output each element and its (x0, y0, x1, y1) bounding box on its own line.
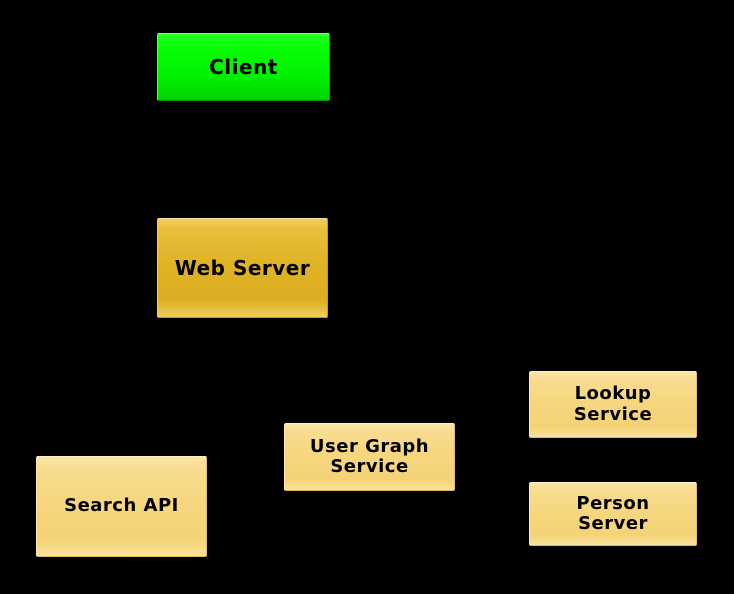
diagram-node-user-graph-service[interactable]: User Graph Service (284, 423, 455, 491)
diagram-node-client-label: Client (209, 54, 278, 79)
diagram-node-person-server-label: Person Server (576, 492, 650, 534)
diagram-node-lookup-service-label: Lookup Service (573, 383, 653, 425)
diagram-node-search-api[interactable]: Search API (36, 456, 207, 557)
diagram-node-lookup-service[interactable]: Lookup Service (529, 371, 697, 438)
diagram-node-search-api-label: Search API (64, 495, 179, 517)
diagram-node-user-graph-service-label: User Graph Service (309, 435, 430, 477)
diagram-node-web-server-label: Web Server (174, 255, 311, 280)
diagram-node-web-server[interactable]: Web Server (157, 218, 328, 318)
diagram-node-person-server[interactable]: Person Server (529, 482, 697, 546)
diagram-node-client[interactable]: Client (157, 33, 330, 101)
